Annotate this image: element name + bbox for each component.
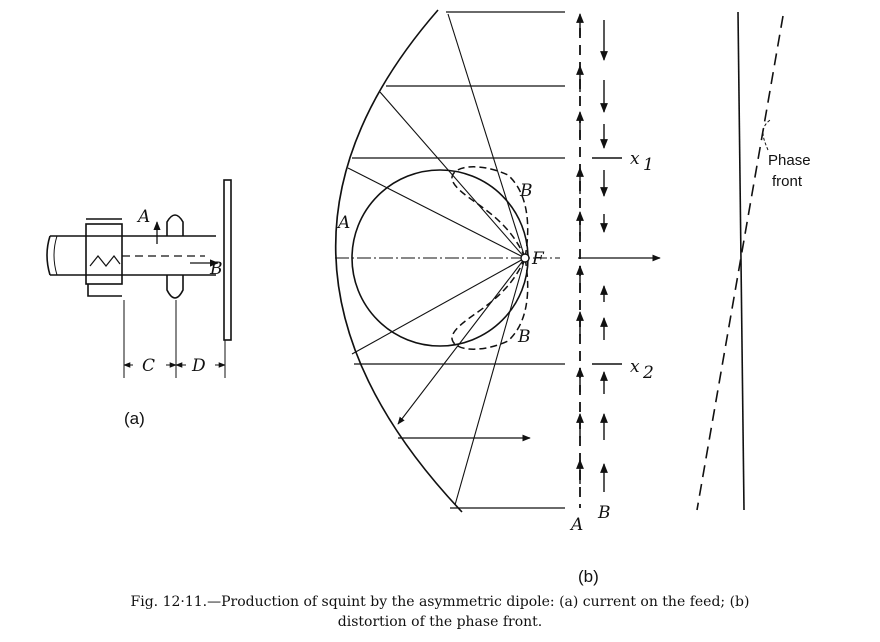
phase-front-label-line1: Phase	[768, 152, 811, 169]
sublabel-b: (b)	[578, 567, 599, 586]
label-a-D: D	[191, 356, 206, 376]
dipole-feed-drawing	[46, 179, 232, 378]
dashed-lobe-upper	[451, 166, 529, 259]
focal-ray-4	[351, 257, 526, 355]
label-b-A: A	[336, 213, 350, 233]
label-a-C: C	[142, 356, 155, 376]
phase-front-leader	[762, 119, 771, 151]
dipole-lower-arm	[166, 275, 184, 299]
label-a-A: A	[136, 207, 150, 227]
distorted-phase-front	[696, 15, 784, 511]
label-x2-sub: 2	[642, 363, 654, 383]
label-b-B-lower: B	[517, 327, 531, 347]
label-b-F: F	[531, 249, 545, 269]
figure-caption: Fig. 12·11.—Production of squint by the …	[0, 592, 880, 632]
label-x1: x	[630, 149, 640, 169]
dipole-upper-arm	[166, 214, 184, 236]
label-x1-sub: 1	[643, 155, 654, 175]
label-a-B: B	[209, 259, 223, 279]
focal-ray-3	[347, 167, 526, 259]
feed-sleeve-wave	[89, 255, 121, 267]
focus-point	[520, 253, 530, 263]
caption-line-2: distortion of the phase front.	[337, 614, 543, 630]
feed-stub	[87, 284, 122, 297]
feed-tube-end	[46, 235, 51, 276]
reflector-drawing	[334, 9, 784, 513]
label-b-A-bottom: A	[569, 515, 583, 535]
dashed-lobe-lower	[451, 257, 529, 350]
parabolic-reflector	[334, 9, 463, 513]
feed-sleeve	[85, 223, 123, 285]
reflector-plate	[223, 179, 232, 341]
label-x2: x	[630, 357, 640, 377]
focal-ray-1	[447, 13, 526, 259]
caption-line-1: Fig. 12·11.—Production of squint by the …	[130, 594, 750, 610]
label-b-B-upper: B	[519, 181, 533, 201]
sublabel-a: (a)	[124, 409, 145, 428]
feed-tube-end-inner	[53, 235, 58, 276]
phase-front-label-line2: front	[772, 173, 803, 190]
focal-ray-5	[397, 257, 526, 425]
focal-ray-6	[454, 257, 526, 506]
label-b-B-bottom: B	[597, 503, 611, 523]
